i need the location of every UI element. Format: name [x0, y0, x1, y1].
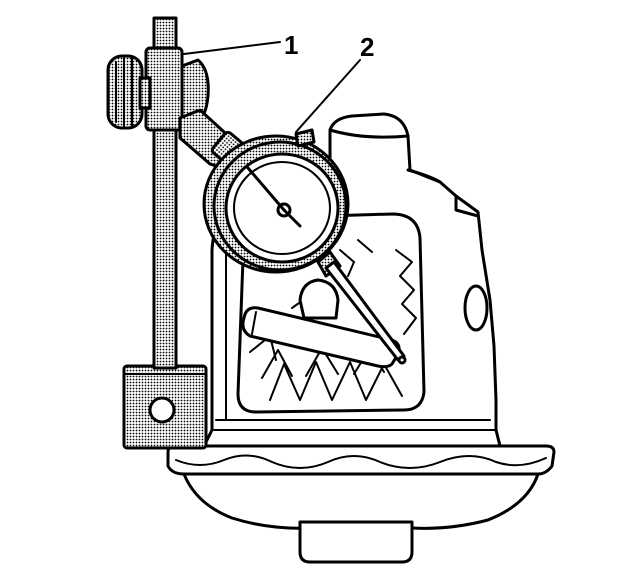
callout-label-1: 1 [284, 30, 298, 60]
differential-base [166, 444, 556, 564]
pinion-shaft [241, 306, 401, 369]
housing-bottom-boss [298, 520, 414, 564]
dial-needle [246, 166, 286, 212]
side-gear-hub [298, 278, 340, 320]
callout-leader-2 [295, 59, 361, 133]
dial-indicator [202, 128, 407, 365]
ring-gear-teeth [241, 239, 417, 401]
base-knob [148, 396, 176, 424]
callout-label-2: 2 [360, 32, 374, 62]
housing-lower-bowl [182, 472, 540, 530]
case-side-hole [463, 284, 489, 332]
magnetic-base [122, 364, 208, 450]
callout-leaders [183, 41, 361, 133]
post-clamp [106, 46, 210, 132]
callout-leader-1 [183, 41, 281, 55]
